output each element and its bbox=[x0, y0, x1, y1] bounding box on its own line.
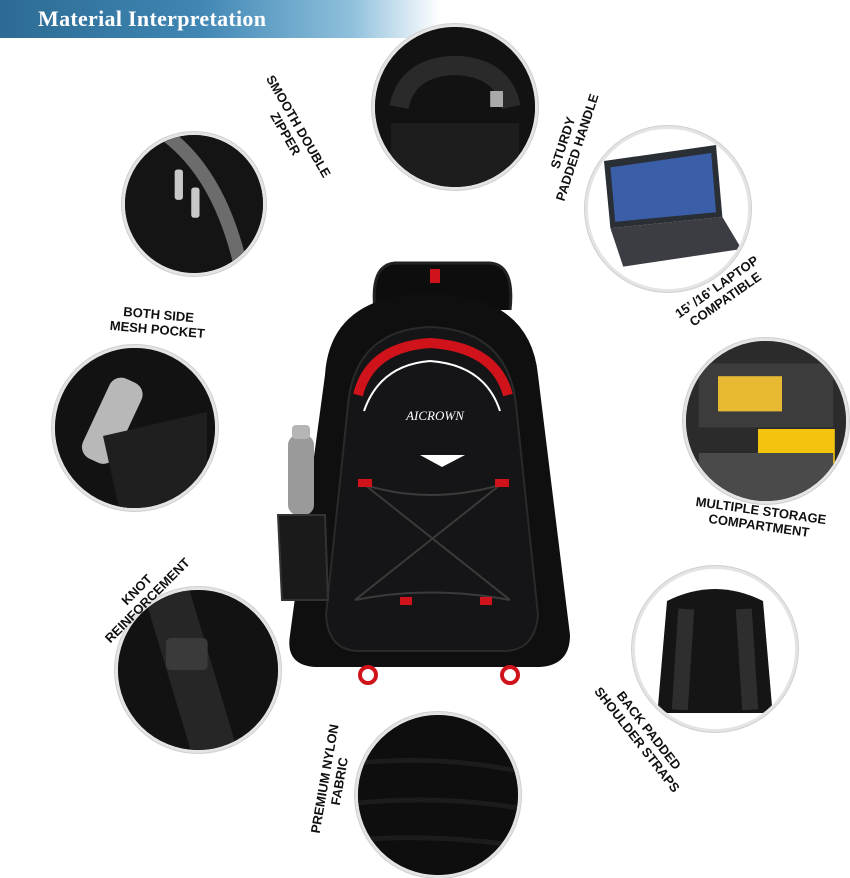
header-banner: Material Interpretation bbox=[0, 0, 440, 38]
zipper-detail-circle bbox=[122, 132, 266, 276]
straps-icon bbox=[635, 569, 795, 729]
handle-icon bbox=[375, 27, 535, 187]
zipper-icon bbox=[125, 135, 263, 273]
brand-logo: AICROWN bbox=[405, 408, 465, 423]
straps-detail-circle bbox=[632, 566, 798, 732]
handle-detail-circle bbox=[372, 24, 538, 190]
label-fabric: PREMIUM NYLON FABRIC bbox=[307, 722, 351, 835]
compartment-icon bbox=[686, 341, 846, 501]
bottle-icon bbox=[55, 348, 215, 508]
knot-detail-circle bbox=[115, 587, 281, 753]
laptop-detail-circle bbox=[585, 126, 751, 292]
fabric-icon bbox=[358, 715, 518, 875]
buckle-icon bbox=[118, 590, 278, 750]
page-title: Material Interpretation bbox=[38, 6, 267, 31]
mesh-pocket-detail-circle bbox=[52, 345, 218, 511]
fabric-detail-circle bbox=[355, 712, 521, 878]
label-mesh: BOTH SIDE MESH POCKET bbox=[109, 303, 206, 342]
laptop-icon bbox=[588, 129, 748, 289]
storage-detail-circle bbox=[683, 338, 849, 504]
backpack-product-image: AICROWN bbox=[270, 255, 580, 700]
